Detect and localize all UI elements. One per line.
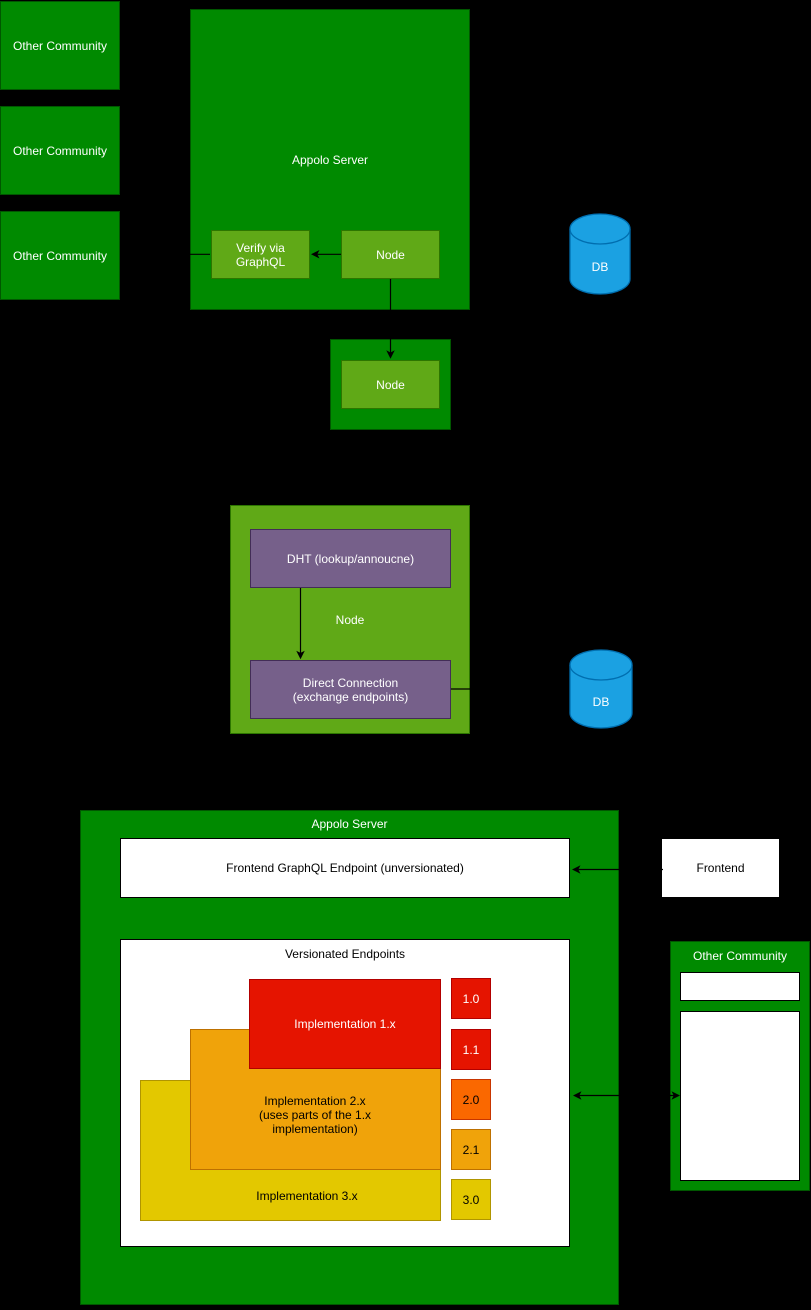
svg-text:DB: DB — [593, 695, 610, 709]
svg-text:DB: DB — [592, 260, 609, 274]
